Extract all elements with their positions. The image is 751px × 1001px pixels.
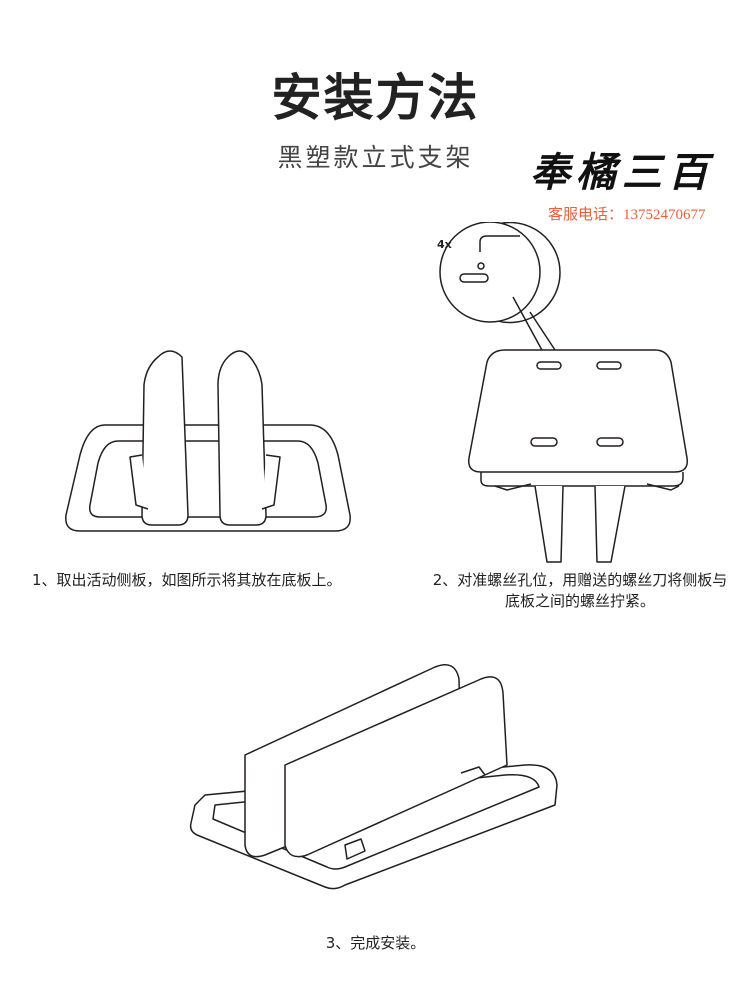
step3-illustration: [189, 664, 558, 890]
step1-illustration: [65, 350, 351, 532]
step1-caption: 1、取出活动侧板，如图所示将其放在底板上。: [32, 571, 342, 589]
contact-phone: 客服电话：13752470677: [548, 207, 706, 223]
step2-illustration: 4x: [437, 222, 688, 563]
brand-logo: 奉橘三百: [530, 149, 714, 196]
page-subtitle: 黑塑款立式支架: [277, 143, 474, 172]
page-title: 安装方法: [271, 69, 480, 127]
step3-caption: 3、完成安装。: [325, 934, 426, 952]
step2-caption: 2、对准螺丝孔位，用赠送的螺丝刀将侧板与底板之间的螺丝拧紧。: [432, 571, 728, 610]
screw-count-label: 4x: [437, 238, 452, 251]
